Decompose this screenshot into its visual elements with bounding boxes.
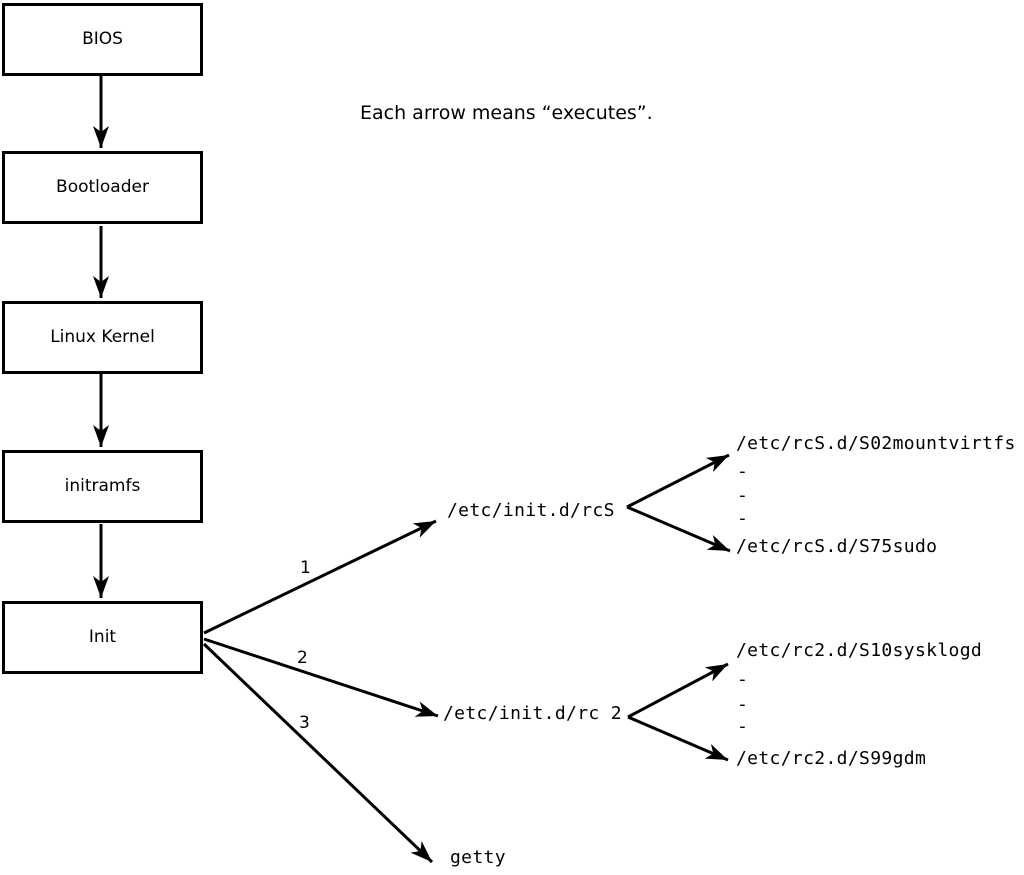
rc2-ellipsis-dash-2: - — [737, 694, 749, 715]
arrow-rc2-to-S10sysklogd — [627, 662, 729, 719]
node-init-d-rcS: /etc/init.d/rcS — [447, 500, 615, 521]
arrow-rcS-to-S02mountvirtfs — [626, 453, 730, 509]
box-init: Init — [2, 601, 203, 674]
box-bootloader: Bootloader — [2, 151, 203, 224]
node-rc2-script-S99gdm: /etc/rc2.d/S99gdm — [736, 748, 927, 769]
branch-label-3: 3 — [299, 713, 310, 733]
node-getty: getty — [450, 847, 506, 868]
node-init-d-rc2: /etc/init.d/rc 2 — [443, 703, 622, 724]
node-rcS-script-S75sudo: /etc/rcS.d/S75sudo — [736, 536, 938, 557]
box-linux-kernel: Linux Kernel — [2, 301, 203, 374]
branch-label-2: 2 — [297, 648, 308, 668]
legend-note: Each arrow means “executes”. — [360, 102, 653, 124]
arrow-init-to-rcS — [203, 519, 437, 635]
rc2-ellipsis-dash-1: - — [737, 669, 749, 690]
branch-label-1: 1 — [300, 558, 311, 578]
node-rcS-script-S02mountvirtfs: /etc/rcS.d/S02mountvirtfs — [736, 433, 1016, 454]
box-initramfs: initramfs — [2, 450, 203, 523]
rcS-ellipsis-dash-3: - — [737, 508, 749, 529]
arrow-init-to-getty — [202, 642, 434, 864]
arrow-rcS-to-S75sudo — [626, 505, 731, 553]
box-bios: BIOS — [2, 3, 203, 76]
rcS-ellipsis-dash-1: - — [737, 461, 749, 482]
arrow-rc2-to-S99gdm — [627, 715, 729, 762]
node-rc2-script-S10sysklogd: /etc/rc2.d/S10sysklogd — [736, 640, 983, 661]
rc2-ellipsis-dash-3: - — [737, 716, 749, 737]
rcS-ellipsis-dash-2: - — [737, 485, 749, 506]
arrow-init-to-rc2 — [203, 637, 439, 718]
